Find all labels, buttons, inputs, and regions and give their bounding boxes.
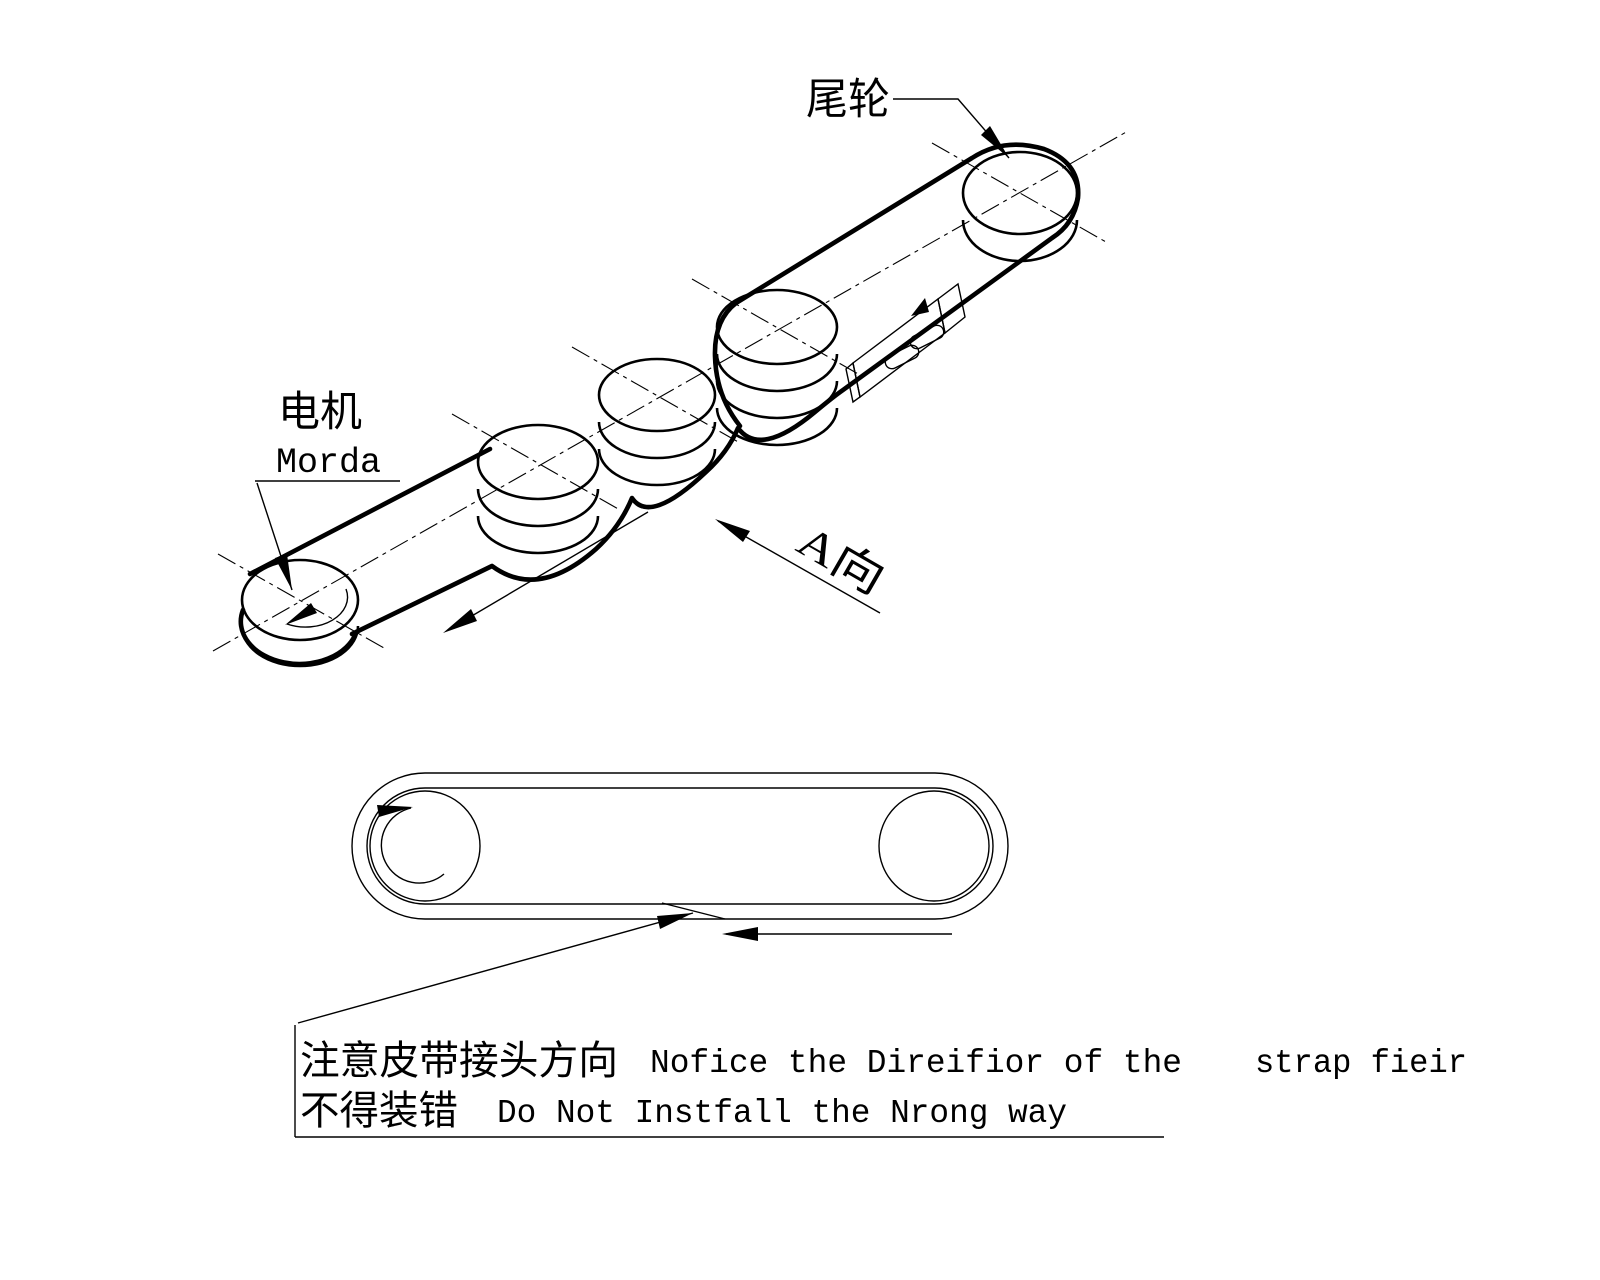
side-right-pulley bbox=[878, 790, 990, 902]
conveyor-direction-arrowhead bbox=[443, 609, 477, 633]
bracket-pin-2 bbox=[909, 324, 945, 350]
conveyor-direction-arrow bbox=[443, 511, 649, 633]
idler2-top bbox=[597, 357, 717, 433]
note-leader bbox=[297, 912, 694, 1024]
drive-drum-rim1 bbox=[715, 353, 839, 393]
drive-belt-upper-run bbox=[247, 446, 493, 577]
motor-pulley-rim bbox=[240, 625, 360, 668]
motor-leader-arrowhead bbox=[275, 554, 292, 590]
side-rotation-arrowhead bbox=[377, 805, 413, 817]
view-a-arrow: A向 bbox=[715, 516, 893, 614]
motor-label-en: Morda bbox=[276, 443, 381, 483]
drive-drum bbox=[715, 288, 839, 447]
bracket-tab bbox=[937, 282, 966, 335]
drive-drum-rim2 bbox=[715, 380, 839, 420]
conveyor-direction-arrow-line bbox=[447, 511, 649, 631]
note-line1-en: Nofice the Direifior of the bbox=[650, 1045, 1182, 1082]
idler2-rim1 bbox=[597, 421, 717, 460]
note-line1-cn: 注意皮带接头方向 bbox=[300, 1038, 618, 1083]
side-rotation-arc bbox=[380, 807, 445, 884]
side-left-pulley bbox=[369, 790, 481, 902]
idler1-centerline bbox=[451, 413, 621, 511]
motor-pulley-top bbox=[240, 558, 360, 642]
iso-view: A向 尾轮 电机 Morda bbox=[212, 77, 1129, 668]
motor-callout: 电机 Morda bbox=[255, 390, 400, 591]
motor-pulley bbox=[240, 558, 360, 668]
note-line2-en: Do Not Instfall the Nrong way bbox=[497, 1095, 1067, 1132]
side-rotation-arrow bbox=[377, 805, 445, 884]
drive-drum-top bbox=[715, 288, 839, 366]
note-leader-arrowhead bbox=[657, 913, 693, 929]
motor-rotation-arrowhead bbox=[285, 603, 317, 625]
idler1-rim2 bbox=[476, 515, 600, 555]
idler-pulley-1 bbox=[476, 423, 600, 555]
note-line1-en-tail: strap fieir bbox=[1255, 1045, 1467, 1082]
idler-pulley-2 bbox=[597, 357, 717, 487]
tail-wheel-label: 尾轮 bbox=[806, 77, 890, 124]
tail-wheel bbox=[961, 150, 1079, 263]
belt-travel-arrow bbox=[722, 927, 952, 941]
side-view bbox=[351, 772, 1009, 941]
idler2-rim2 bbox=[597, 448, 717, 487]
idler1-rim1 bbox=[476, 488, 600, 528]
view-a-arrowhead bbox=[715, 519, 750, 542]
note-line2-cn: 不得装错 bbox=[300, 1088, 458, 1133]
mounting-bracket bbox=[845, 282, 966, 404]
bracket-marker bbox=[911, 298, 929, 316]
motor-rotation-arrow-arc bbox=[286, 588, 349, 628]
motor-label-cn: 电机 bbox=[278, 390, 362, 436]
belt-outer-outline bbox=[351, 772, 1009, 920]
idler1-top bbox=[476, 423, 600, 501]
tail-wheel-leader-arrowhead bbox=[981, 126, 1009, 158]
idler2-centerline bbox=[571, 346, 741, 444]
belt-path bbox=[238, 142, 1081, 667]
tail-wheel-top bbox=[961, 150, 1079, 236]
motor-centerline bbox=[217, 553, 385, 649]
belt-inner-outline bbox=[366, 787, 994, 905]
bracket-pin-1 bbox=[884, 344, 920, 370]
drive-drum-centerline bbox=[691, 278, 861, 376]
tail-wheel-callout: 尾轮 bbox=[806, 77, 1010, 159]
joint-note: 注意皮带接头方向 Nofice the Direifior of the str… bbox=[294, 912, 1467, 1138]
drive-drum-rim3 bbox=[715, 407, 839, 447]
belt-travel-arrowhead bbox=[722, 927, 758, 941]
bracket-left-face bbox=[845, 361, 861, 404]
tail-wheel-rim bbox=[961, 219, 1079, 263]
belt-joint-splice bbox=[661, 902, 726, 920]
